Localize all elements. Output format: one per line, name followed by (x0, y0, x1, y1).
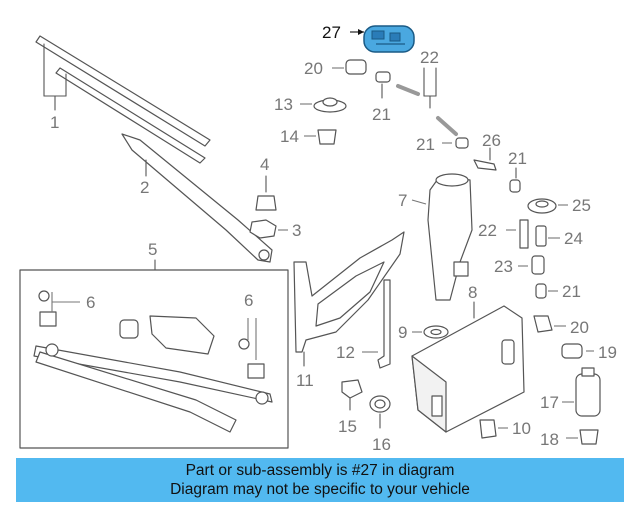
part-12-rod (362, 279, 391, 369)
callout-22-top: 22 (420, 48, 439, 67)
callout-23: 23 (494, 257, 513, 276)
callout-4: 4 (260, 155, 269, 174)
callout-22-mid: 22 (478, 221, 497, 240)
info-banner: Part or sub-assembly is #27 in diagram D… (16, 458, 624, 502)
banner-line-1: Part or sub-assembly is #27 in diagram (185, 462, 455, 479)
callout-16: 16 (372, 435, 391, 454)
part-1-wiper-blade (35, 35, 211, 164)
part-18-grommet (566, 429, 599, 445)
part-22-hose (396, 67, 458, 136)
callout-6-left: 6 (86, 293, 95, 312)
part-4-cap (255, 175, 277, 211)
part-8-reservoir (411, 301, 525, 433)
callout-20-lower: 20 (570, 318, 589, 337)
callout-21-a: 21 (372, 105, 391, 124)
part-13-grommet (300, 97, 347, 113)
callout-14: 14 (280, 127, 299, 146)
part-3-nut (249, 219, 288, 239)
part-22-hose-short (506, 219, 529, 249)
callout-5: 5 (148, 240, 157, 259)
callout-13: 13 (274, 95, 293, 114)
part-2-wiper-arm (121, 133, 273, 263)
callout-27: 27 (322, 23, 341, 42)
callout-6-right: 6 (244, 291, 253, 310)
part-20-plug-lower (533, 315, 566, 333)
callout-8: 8 (468, 283, 477, 302)
part-21-connector-c (509, 167, 521, 193)
callout-20-top: 20 (304, 59, 323, 78)
callout-19: 19 (598, 343, 617, 362)
callout-11: 11 (296, 371, 314, 390)
part-5-wiper-motor-linkage (19, 259, 289, 449)
part-21-connector-b (442, 137, 469, 149)
callout-15: 15 (338, 417, 357, 436)
callout-17: 17 (540, 393, 559, 412)
part-7-filler-neck (411, 173, 473, 301)
part-15-sensor (341, 379, 363, 411)
callout-21-c: 21 (508, 149, 527, 168)
part-24-connector (535, 225, 560, 247)
callout-7: 7 (398, 191, 407, 210)
part-20-plug (332, 59, 367, 75)
part-19-seal (561, 343, 594, 359)
callout-21-b: 21 (416, 135, 435, 154)
part-11-bracket (293, 231, 405, 367)
part-26-tee (473, 147, 497, 171)
callout-18: 18 (540, 430, 559, 449)
part-25-grommet (527, 198, 568, 214)
callout-26: 26 (482, 131, 501, 150)
callout-9: 9 (398, 323, 407, 342)
part-16-seal (369, 395, 391, 429)
callout-25: 25 (572, 196, 591, 215)
part-10-clip (479, 419, 508, 439)
part-21-connector-d (535, 283, 558, 299)
callout-3: 3 (292, 221, 301, 240)
banner-line-2: Diagram may not be specific to your vehi… (170, 481, 470, 498)
callout-10: 10 (512, 419, 531, 438)
callout-12: 12 (336, 343, 355, 362)
part-17-pump (562, 367, 601, 417)
part-23-valve (518, 255, 545, 275)
part-27-highlighted[interactable] (363, 25, 415, 53)
callout-1: 1 (50, 113, 59, 132)
callout-24: 24 (564, 229, 583, 248)
part-21-connector-a (375, 71, 391, 99)
part-9-grommet (412, 325, 449, 339)
callout-2: 2 (140, 178, 149, 197)
part-14-cap (304, 129, 337, 145)
callout-21-d: 21 (562, 282, 581, 301)
